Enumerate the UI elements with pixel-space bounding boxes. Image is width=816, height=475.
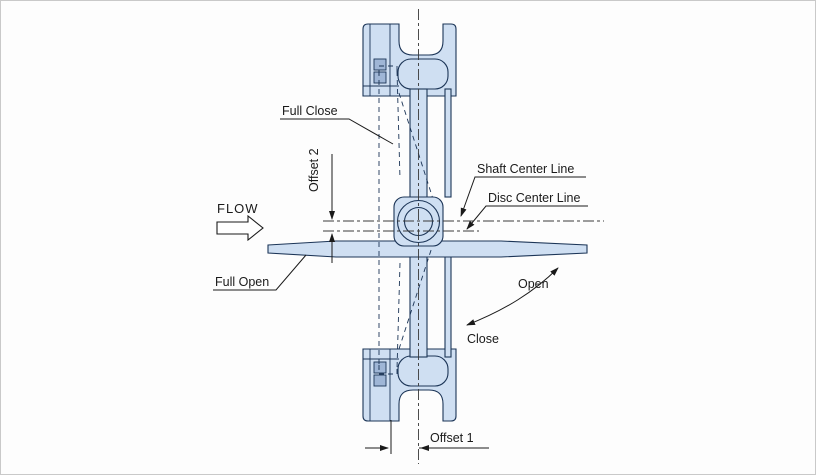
open-close-rotation-arrow-icon xyxy=(466,267,559,326)
dimension-offset-1 xyxy=(365,420,489,454)
valve-shaft xyxy=(409,88,428,358)
disc-full-close-dashed xyxy=(378,65,435,375)
valve-body-top xyxy=(362,23,457,97)
label-full-close: Full Close xyxy=(282,104,338,118)
label-disc-center-line: Disc Center Line xyxy=(488,191,580,205)
bearing-boss-bottom xyxy=(397,355,449,387)
shaft-section-outer-circle xyxy=(396,199,441,244)
label-offset-1: Offset 1 xyxy=(430,431,474,445)
label-close: Close xyxy=(467,332,499,346)
shaft-centerline-leader xyxy=(460,176,586,217)
disc-centerline-leader xyxy=(466,205,588,230)
flow-arrow-icon xyxy=(216,214,264,242)
full-open-leader xyxy=(213,254,307,291)
label-full-open: Full Open xyxy=(215,275,269,289)
label-offset-2: Offset 2 xyxy=(307,148,321,192)
label-flow: FLOW xyxy=(217,201,259,216)
stem-packing-top-2 xyxy=(373,71,387,84)
valve-body-bottom xyxy=(362,348,457,422)
leader-lines xyxy=(213,118,588,291)
stem-packing-bottom-2 xyxy=(373,374,387,387)
label-shaft-center-line: Shaft Center Line xyxy=(477,162,574,176)
stem-packing-top xyxy=(373,58,387,71)
body-wall-right xyxy=(444,88,452,358)
full-close-leader xyxy=(280,118,394,145)
bearing-boss-top xyxy=(397,58,449,90)
disc-full-open xyxy=(267,240,588,258)
label-open: Open xyxy=(518,277,549,291)
stem-packing-bottom xyxy=(373,361,387,374)
center-lines xyxy=(323,9,604,464)
